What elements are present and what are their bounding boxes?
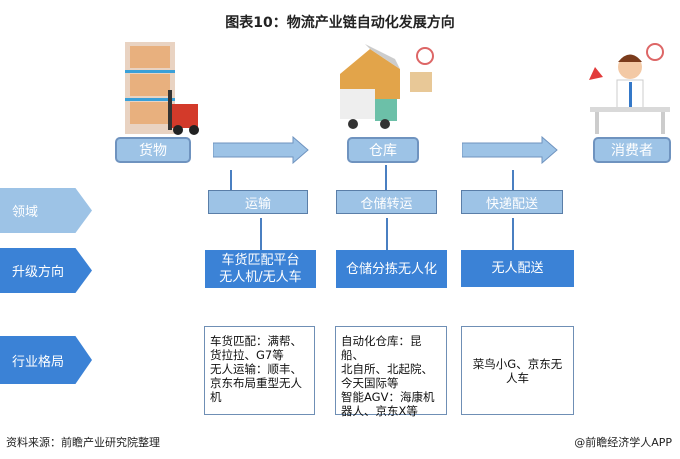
industry-line: 车货匹配：满帮、 [210, 334, 302, 348]
industry-line: 京东布局重型无人 [210, 376, 302, 390]
upgrade-line: 仓储分拣无人化 [345, 261, 437, 277]
industry-line: 无人运输：顺丰、 [210, 362, 302, 376]
connector [385, 165, 387, 190]
industry-line: 菜鸟小G、京东无 [472, 356, 563, 371]
industry-line: 器人、京东X等 [341, 404, 418, 418]
industry-line: 人车 [506, 370, 529, 385]
industry-line: 自动化仓库：昆船、 [341, 334, 422, 362]
warehouse-forklift-illustration [125, 42, 199, 135]
row-label-upgrade: 升级方向 [0, 248, 92, 293]
consumer-illustration [589, 43, 670, 134]
brand-credit: @前瞻经济学人APP [574, 436, 672, 449]
row-label-field: 领域 [0, 188, 92, 233]
chart-title: 图表10：物流产业链自动化发展方向 [225, 15, 455, 31]
industry-line: 智能AGV：海康机 [341, 390, 435, 404]
upgrade-line: 车货匹配平台 [221, 253, 300, 268]
node-consumer: 消费者 [593, 137, 671, 163]
field-storage: 仓储转运 [336, 190, 437, 214]
upgrade-transport: 车货匹配平台无人机/无人车 [205, 250, 316, 288]
row-label-industry: 行业格局 [0, 336, 92, 384]
industry-line: 今天国际等 [341, 376, 399, 390]
field-delivery: 快递配送 [461, 190, 563, 214]
upgrade-storage: 仓储分拣无人化 [336, 250, 447, 288]
flow-arrow-1 [213, 136, 309, 164]
connector [386, 218, 388, 250]
flow-arrow-2 [462, 136, 558, 164]
upgrade-delivery: 无人配送 [461, 250, 574, 287]
connector [512, 218, 514, 250]
industry-storage: 自动化仓库：昆船、北自所、北起院、今天国际等智能AGV：海康机器人、京东X等 [335, 326, 447, 418]
industry-line: 北自所、北起院、 [341, 362, 433, 376]
node-goods: 货物 [115, 137, 191, 163]
industry-transport: 车货匹配：满帮、货拉拉、G7等无人运输：顺丰、京东布局重型无人机 [204, 326, 315, 415]
upgrade-line: 无人机/无人车 [219, 270, 302, 285]
connector [512, 170, 514, 190]
industry-line: 货拉拉、G7等 [210, 348, 284, 362]
industry-line: 机 [210, 390, 222, 404]
connector [230, 170, 232, 190]
node-warehouse: 仓库 [347, 137, 419, 163]
upgrade-line: 无人配送 [491, 261, 544, 276]
source-note: 资料来源：前瞻产业研究院整理 [6, 436, 160, 449]
industry-delivery: 菜鸟小G、京东无人车 [461, 326, 574, 415]
warehouse-truck-illustration [340, 44, 434, 129]
connector [260, 218, 262, 250]
field-transport: 运输 [208, 190, 308, 214]
